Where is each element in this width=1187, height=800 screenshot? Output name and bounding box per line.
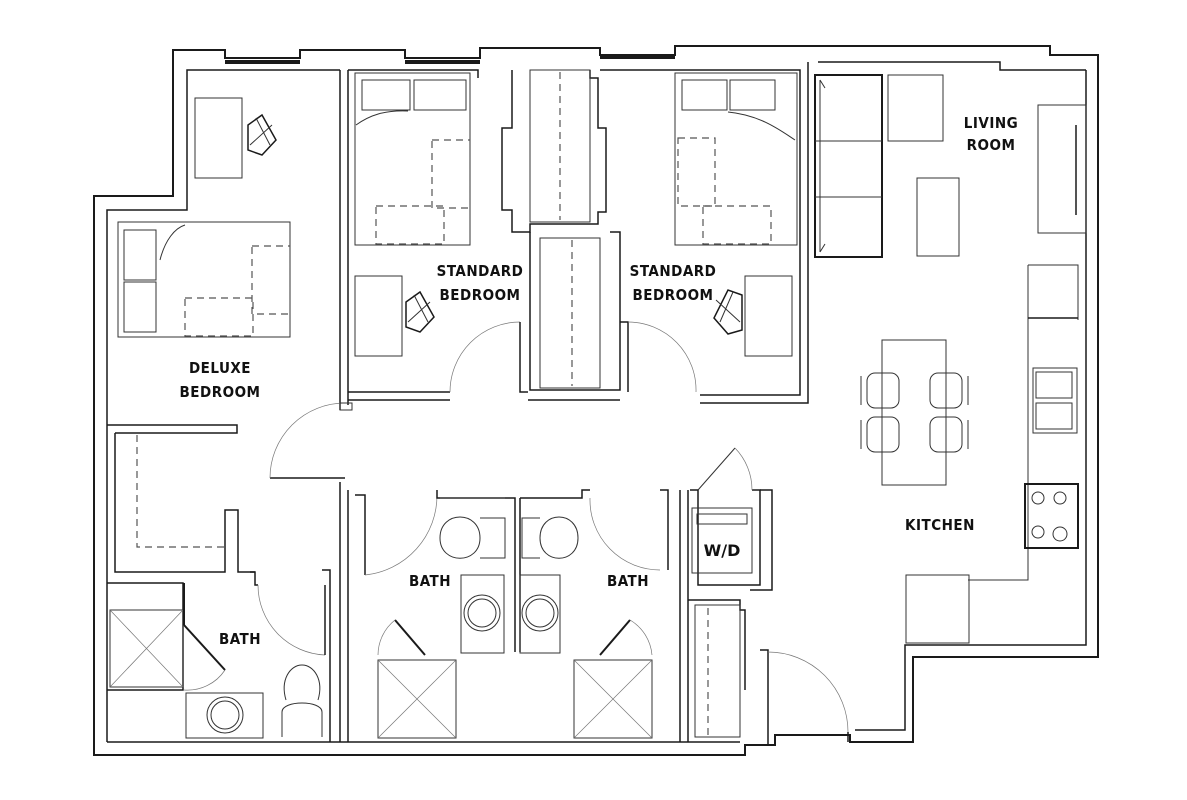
shower bbox=[109, 609, 184, 688]
room-label: STANDARD bbox=[630, 262, 717, 280]
room-label: KITCHEN bbox=[905, 516, 975, 534]
stove bbox=[1024, 483, 1079, 549]
hallway bbox=[269, 402, 849, 745]
media-console bbox=[1037, 104, 1087, 234]
dining-table bbox=[881, 339, 947, 486]
washer-dryer bbox=[691, 507, 753, 574]
room-label: LIVING bbox=[964, 114, 1018, 132]
shower bbox=[377, 659, 457, 739]
room-label: BEDROOM bbox=[633, 286, 714, 304]
shower bbox=[573, 659, 653, 739]
toilet bbox=[439, 516, 506, 559]
desk bbox=[194, 97, 243, 179]
sofa bbox=[814, 74, 883, 258]
bath-2: BATH bbox=[339, 482, 516, 742]
desk bbox=[354, 275, 403, 357]
room-label: BATH bbox=[219, 630, 261, 648]
bed bbox=[674, 72, 798, 246]
sink bbox=[460, 574, 505, 654]
living-room: LIVING ROOM bbox=[814, 74, 1087, 258]
chair-icon bbox=[247, 113, 277, 156]
bath-3: BATH bbox=[519, 489, 689, 742]
chair-icon bbox=[713, 289, 743, 335]
dining-chairs bbox=[860, 372, 969, 453]
standard-bedroom-1: STANDARD BEDROOM bbox=[348, 69, 528, 401]
windows bbox=[225, 55, 675, 64]
desk bbox=[744, 275, 793, 357]
bath-1: BATH bbox=[107, 569, 331, 742]
room-label: BEDROOM bbox=[440, 286, 521, 304]
room-label: BATH bbox=[607, 572, 649, 590]
sink bbox=[1032, 367, 1078, 434]
room-label: STANDARD bbox=[437, 262, 524, 280]
standard-bedroom-2: STANDARD BEDROOM bbox=[600, 62, 809, 404]
room-label: W/D bbox=[704, 541, 741, 560]
bed bbox=[117, 221, 291, 338]
sink bbox=[519, 574, 561, 654]
refrigerator bbox=[905, 574, 970, 644]
laundry-closet: W/D bbox=[688, 447, 773, 738]
sink bbox=[185, 692, 264, 739]
coffee-table bbox=[916, 177, 960, 257]
kitchen: KITCHEN bbox=[860, 264, 1079, 644]
chair-icon bbox=[405, 290, 435, 333]
room-label: DELUXE bbox=[189, 359, 251, 377]
toilet bbox=[521, 516, 579, 559]
center-closets bbox=[501, 69, 621, 401]
room-label: ROOM bbox=[967, 136, 1016, 154]
toilet bbox=[281, 664, 323, 737]
room-label: BATH bbox=[409, 572, 451, 590]
bed bbox=[354, 72, 471, 246]
armchair bbox=[887, 74, 944, 142]
deluxe-bedroom: DELUXE BEDROOM bbox=[107, 70, 349, 573]
room-label: BEDROOM bbox=[180, 383, 261, 401]
